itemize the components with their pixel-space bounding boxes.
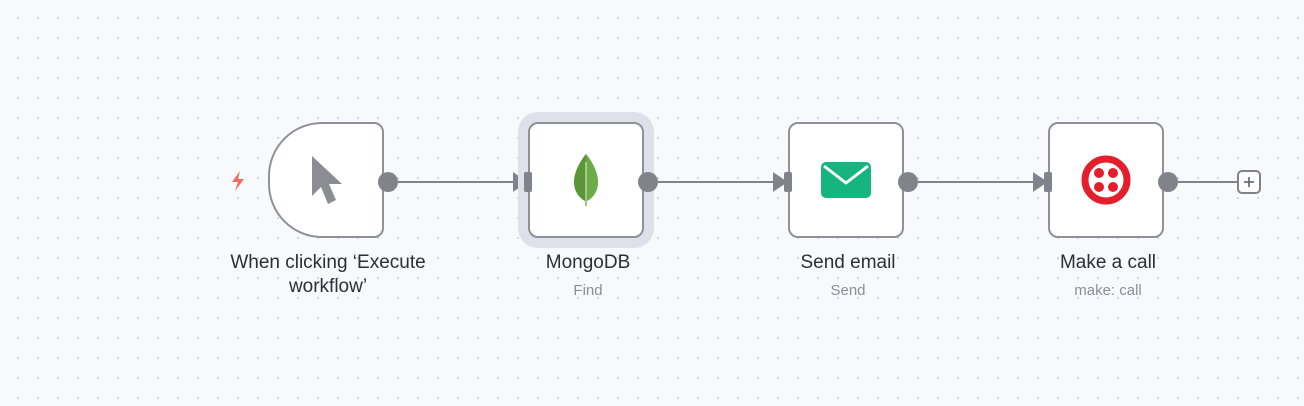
output-handle[interactable] <box>898 172 918 192</box>
node-label: Send email <box>800 252 896 273</box>
lightning-bolt-icon <box>232 171 244 191</box>
add-node-button[interactable] <box>1237 170 1261 194</box>
node-make-a-call[interactable] <box>1048 122 1164 238</box>
node-subtitle: Send <box>830 282 866 299</box>
node-label: When clicking ‘Execute workflow’ <box>230 252 426 297</box>
connection-arrow-icon <box>513 172 528 192</box>
node-send-email[interactable] <box>788 122 904 238</box>
node-subtitle: Find <box>573 282 603 299</box>
node-label: MongoDB <box>545 252 631 273</box>
input-handle[interactable] <box>784 172 792 192</box>
connection-arrow-icon <box>1033 172 1048 192</box>
output-handle[interactable] <box>1158 172 1178 192</box>
mongodb-leaf-icon <box>574 154 598 206</box>
envelope-icon <box>821 162 871 198</box>
connection-arrow-icon <box>773 172 788 192</box>
twilio-icon <box>1081 155 1131 205</box>
input-handle[interactable] <box>524 172 532 192</box>
node-subtitle: make: call <box>1074 282 1142 299</box>
cursor-icon <box>312 156 342 204</box>
plus-icon <box>1244 177 1254 187</box>
node-label: Make a call <box>1059 252 1157 273</box>
node-manual-trigger[interactable] <box>268 122 384 238</box>
output-handle[interactable] <box>378 172 398 192</box>
node-mongodb[interactable] <box>528 122 644 238</box>
output-handle[interactable] <box>638 172 658 192</box>
input-handle[interactable] <box>1044 172 1052 192</box>
